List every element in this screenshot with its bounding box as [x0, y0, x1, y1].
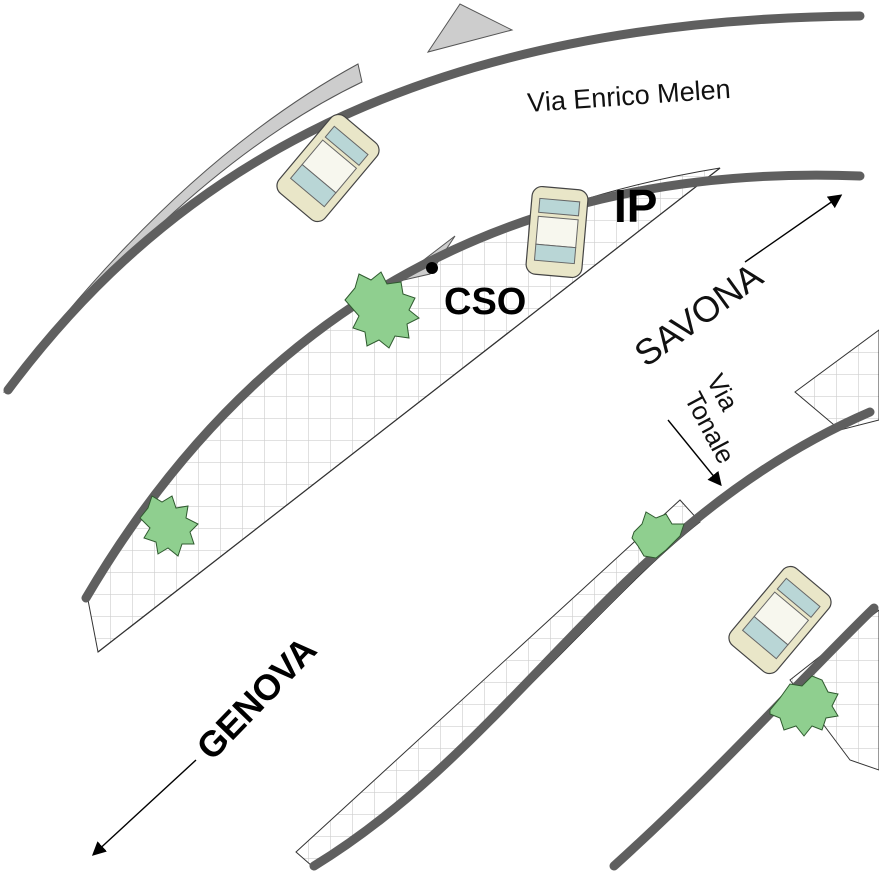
- car-icon: [728, 565, 832, 675]
- sidewalk-right-block: [794, 329, 879, 431]
- cso-point-marker: [426, 262, 438, 274]
- car-icon: [525, 185, 589, 279]
- embankment-triangle: [426, 3, 514, 53]
- tree-icon: [631, 511, 685, 559]
- point-label-cso: CSO: [444, 281, 526, 323]
- tree-icon: [769, 675, 839, 737]
- curb-top-outer: [3, 11, 865, 395]
- savona-arrow-icon: [744, 194, 843, 263]
- direction-label-genova: GENOVA: [188, 629, 324, 768]
- genova-arrow-icon: [91, 759, 197, 856]
- curb-bottom-right: [609, 603, 879, 871]
- curb-lower: [309, 407, 875, 871]
- tree-icon: [344, 271, 420, 349]
- sidewalk-lower: [295, 499, 701, 867]
- tree-icon: [139, 495, 199, 557]
- sidewalk-median-edge: [97, 167, 721, 653]
- direction-label-savona: SAVONA: [627, 255, 770, 375]
- car-icon: [276, 113, 380, 223]
- street-label-via-enrico-melen: Via Enrico Melen: [526, 74, 731, 118]
- via-tonale-arrow-icon: [667, 419, 722, 487]
- station-label-ip: IP: [614, 180, 657, 232]
